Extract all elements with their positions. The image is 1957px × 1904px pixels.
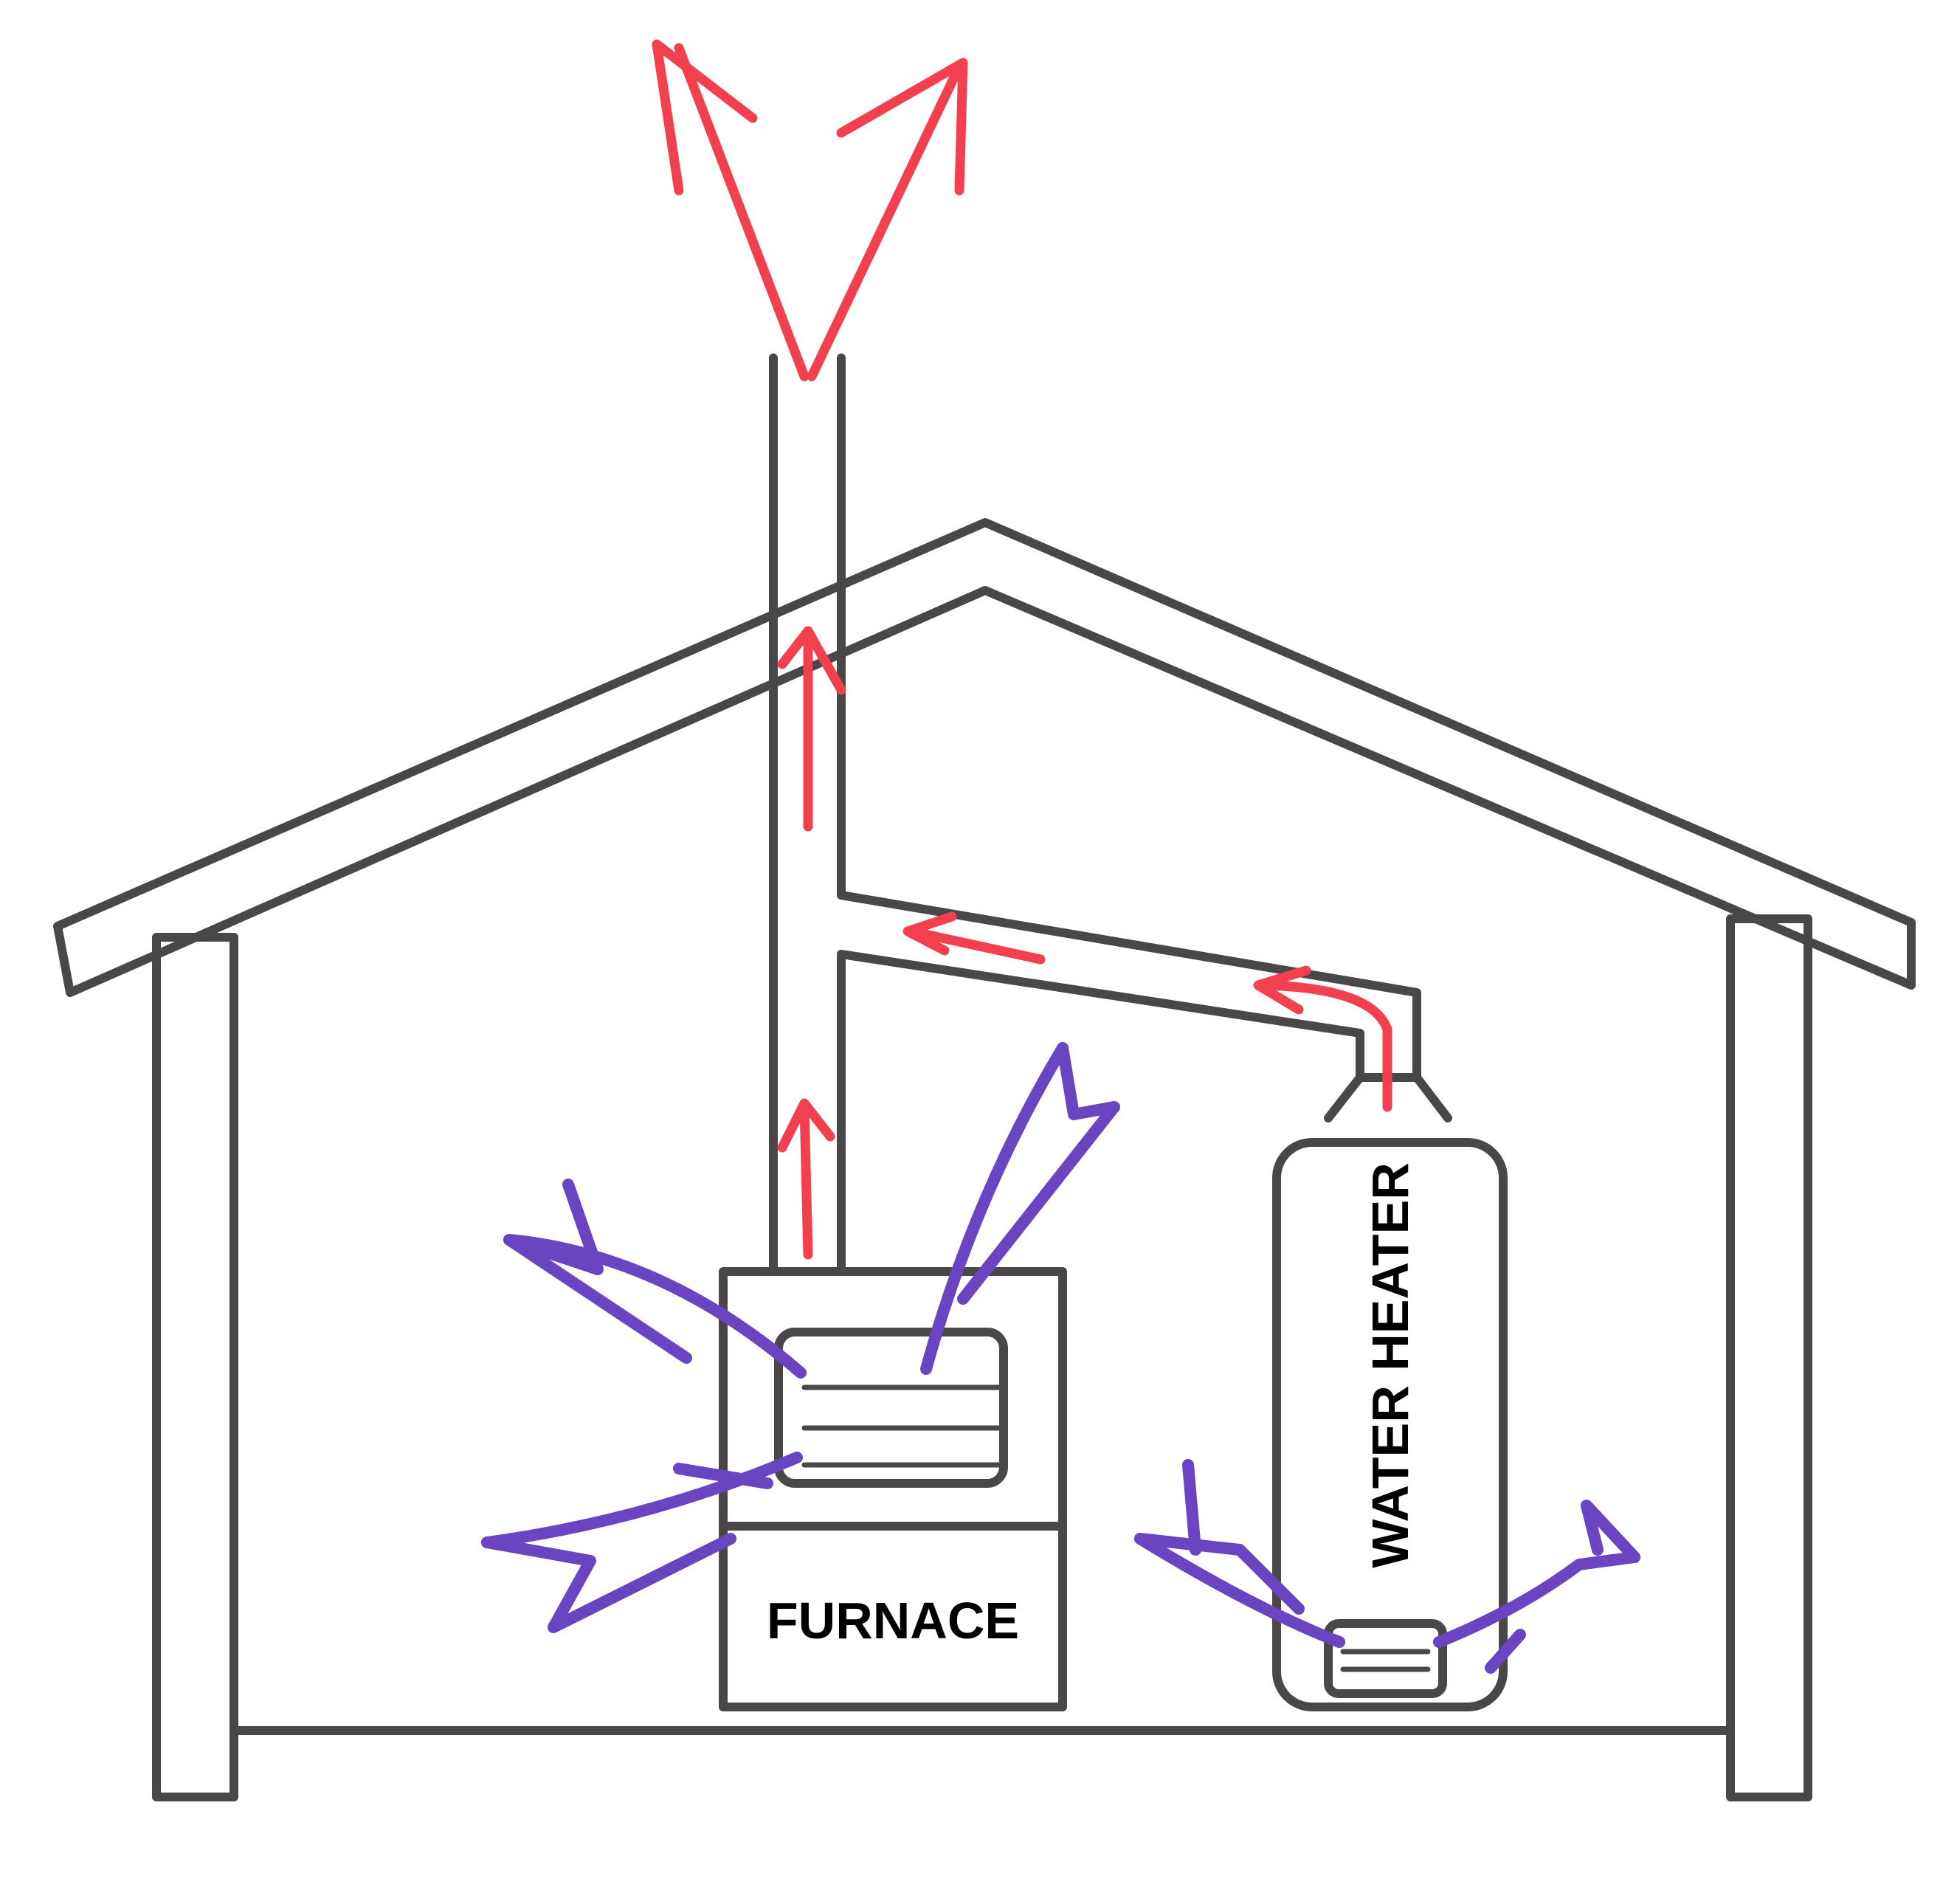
- exhaust-arrow-left: [674, 43, 810, 382]
- water-heater-flue-arrowhead: [1253, 965, 1311, 1015]
- exhaust-flow: [652, 39, 1392, 1260]
- vent-pipe-arrowhead: [902, 911, 957, 956]
- air-arrow-upper-left: [503, 1234, 807, 1379]
- flue-up-arrow-lower: [799, 1102, 813, 1260]
- air-arrow-water-heater-right: [1433, 1551, 1640, 1648]
- water-heater-flue-arrow: [1257, 980, 1392, 1112]
- exhaust-arrow-right: [807, 61, 964, 382]
- air-arrowhead-upper-right: [957, 1042, 1120, 1305]
- left-wall: [152, 933, 238, 1801]
- air-arrowhead-water-heater-right: [1485, 1500, 1640, 1674]
- house: [53, 518, 1916, 1801]
- water-heater-vent-pipe-lower: [837, 950, 1364, 1082]
- water-heater-burner-port: [1324, 1619, 1447, 1698]
- water-heater-label: WATER HEATER: [1361, 1162, 1419, 1568]
- air-arrowhead-lower-left: [481, 1463, 773, 1633]
- air-arrow-lower-left: [481, 1452, 803, 1548]
- exhaust-arrowhead-left: [652, 39, 758, 196]
- air-arrowhead-water-heater-left: [1134, 1459, 1305, 1615]
- exhaust-arrowhead-right: [836, 58, 968, 196]
- roof: [53, 518, 1916, 997]
- furnace-burner-grille: [774, 1328, 1008, 1488]
- furnace-label: FURNACE: [767, 1592, 1019, 1649]
- water-heater-tank: [1272, 1138, 1508, 1711]
- right-wall: [1726, 914, 1812, 1801]
- combustion-air-flow: [481, 1042, 1640, 1674]
- vent-pipe-arrow: [906, 926, 1046, 965]
- furnace: FURNACE: [719, 1267, 1067, 1711]
- flue-up-arrowhead-upper: [777, 626, 846, 695]
- air-arrow-upper-right: [920, 1042, 1069, 1375]
- water-heater-vent-pipe: [837, 891, 1421, 1082]
- water-heater: WATER HEATER: [1272, 1073, 1508, 1711]
- air-arrowhead-upper-left: [503, 1179, 692, 1364]
- chimney-flue: [769, 353, 1421, 1276]
- flue-up-arrowhead-lower: [777, 1098, 835, 1153]
- air-arrow-water-heater-left: [1134, 1533, 1345, 1648]
